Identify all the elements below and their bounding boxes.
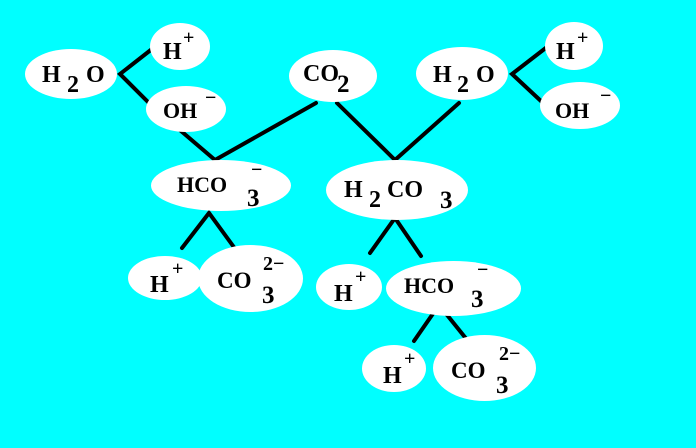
h-ion-left-node [150, 23, 210, 70]
hco3-left-subscript: 3 [247, 185, 260, 212]
co3-bottom-subscript: 3 [496, 372, 509, 399]
co3-left-subscript: 3 [262, 282, 275, 309]
h2co3-subscript-2: 2 [369, 187, 381, 213]
h2o-left-o: O [86, 62, 105, 88]
oh-ion-left-node [146, 86, 226, 132]
co2-subscript: 2 [337, 71, 350, 98]
co3-bottom-co: CO [451, 358, 486, 383]
h-ion-lower-left-h: H [150, 272, 169, 298]
bond-co2-h2o-to-h2co3 [335, 101, 461, 163]
co3-bottom-node [433, 335, 536, 401]
co3-left-charge: 2− [263, 253, 285, 275]
h-ion-right-h: H [556, 39, 575, 65]
co3-left-node [198, 245, 303, 312]
h-ion-lower-left-node [128, 256, 202, 300]
h2o-right-h: H [433, 62, 452, 88]
oh-ion-left-charge: − [205, 87, 217, 109]
h-ion-lower-mid-charge: + [355, 266, 367, 288]
bond-h2co3-split [368, 214, 423, 258]
oh-ion-left-oh: OH [163, 98, 198, 123]
co3-left-co: CO [217, 268, 252, 293]
h-ion-lower-mid-h: H [334, 281, 353, 307]
bond-co2-to-hco3 [213, 101, 318, 162]
h2o-right-o: O [476, 62, 495, 88]
h2co3-co: CO [387, 177, 423, 203]
co2-node [289, 50, 377, 102]
oh-ion-right-oh: OH [555, 98, 590, 123]
hco3-right-hco: HCO [404, 273, 455, 298]
h2o-left-h: H [42, 62, 61, 88]
h2o-right-subscript: 2 [457, 72, 469, 98]
hco3-right-subscript: 3 [471, 286, 484, 313]
h2co3-h: H [344, 177, 363, 203]
oh-ion-right-node [540, 82, 620, 129]
h2co3-subscript-3: 3 [440, 187, 453, 214]
h-ion-bottom-h: H [383, 363, 402, 389]
h2o-left-subscript: 2 [67, 72, 79, 98]
h-ion-left-h: H [163, 39, 182, 65]
h-ion-bottom-charge: + [404, 348, 416, 370]
bond-hco3-left-split [180, 209, 238, 252]
co3-bottom-charge: 2− [499, 343, 521, 365]
hco3-left-hco: HCO [177, 172, 228, 197]
h-ion-right-charge: + [577, 27, 589, 49]
h2o-right-node [416, 47, 508, 100]
hco3-right-node [386, 261, 521, 316]
h2co3-node [326, 160, 468, 220]
hco3-left-charge: − [251, 159, 263, 181]
h-ion-lower-left-charge: + [172, 258, 184, 280]
bond-h2o-left-split [116, 47, 154, 106]
co2-co: CO [303, 61, 339, 87]
h-ion-right-node [545, 22, 603, 70]
hco3-right-charge: − [477, 259, 489, 281]
h2o-left-node [25, 49, 117, 99]
hco3-left-node [151, 160, 291, 211]
h-ion-lower-mid-node [316, 264, 382, 310]
bond-h2o-right-split [508, 45, 549, 104]
h-ion-left-charge: + [183, 27, 195, 49]
oh-ion-right-charge: − [600, 85, 612, 107]
h-ion-bottom-node [362, 345, 426, 392]
